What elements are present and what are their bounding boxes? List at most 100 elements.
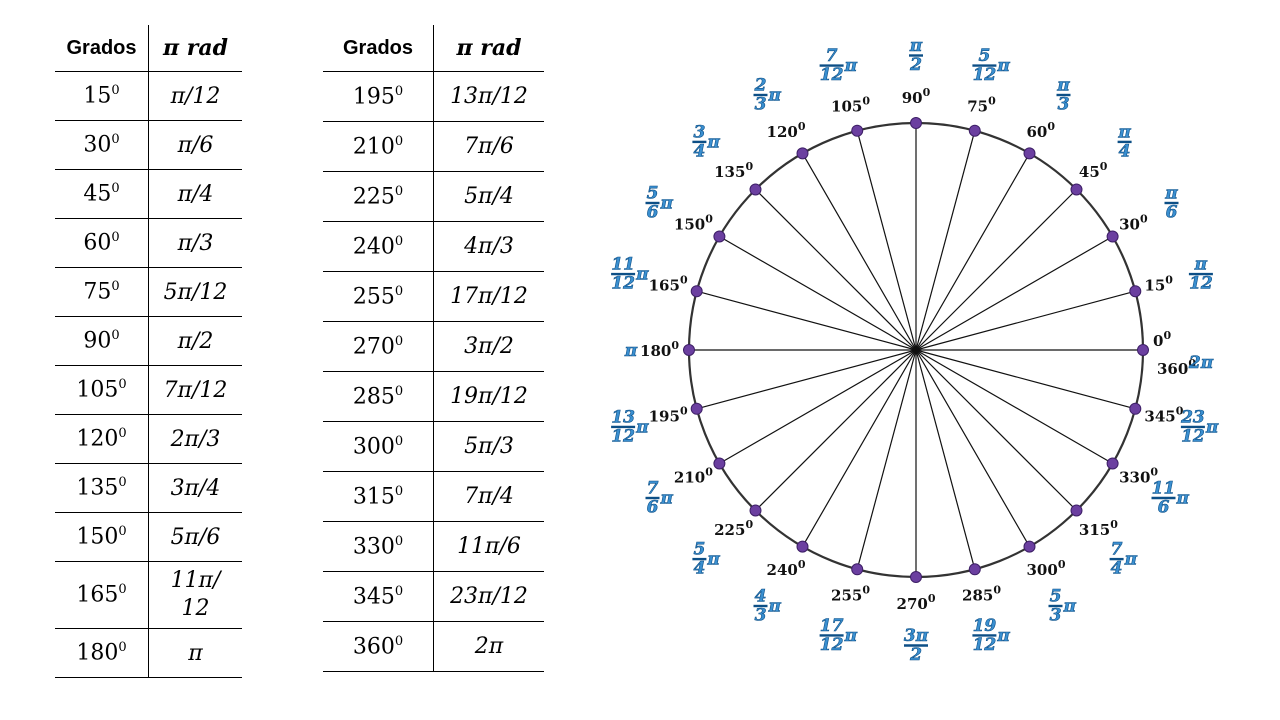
radian-numerator: 7 [1111,540,1123,560]
degree-cell: 600 [55,218,149,268]
radian-numerator: π [1117,122,1131,142]
angle-point [1023,147,1036,160]
radian-numerator: 5 [1050,587,1062,607]
radian-denominator: 2 [909,55,922,75]
degree-label: 150 [1144,274,1173,295]
radian-cell: 13π/12 [433,71,544,122]
angle-point [1070,504,1083,517]
header-degrees: Grados [55,25,149,72]
degree-cell: 3300 [323,521,434,572]
degree-cell: 1200 [55,414,149,464]
degree-cell: 1650 [55,561,149,629]
degree-cell: 2400 [323,221,434,272]
radian-denominator: 12 [820,65,844,85]
degree-cell: 1950 [323,71,434,122]
spoke-line [801,153,917,351]
radian-cell: 11π/12 [148,561,242,629]
radian-cell: 3π/2 [433,321,544,372]
degree-label: 00 [1153,329,1171,350]
degree-label: 2400 [767,558,806,579]
radian-numerator: 23 [1180,407,1205,427]
degree-cell: 3450 [323,571,434,622]
radian-pi-suffix: π [660,194,674,214]
radian-pi-suffix: π [996,626,1010,646]
radian-label-text: 2π [1188,353,1214,373]
radian-cell: 2π [433,621,544,672]
header-radians: π rad [433,25,544,72]
radian-numerator: 17 [820,616,844,636]
degree-label: 3600 [1157,357,1196,378]
degree-cell: 1350 [55,463,149,513]
radian-denominator: 3 [755,606,767,626]
radian-cell: 5π/12 [148,267,242,317]
angle-point [796,540,809,553]
radian-cell: 19π/12 [433,371,544,422]
angle-point [749,504,762,517]
radian-denominator: 3 [1050,606,1062,626]
radian-denominator: 4 [693,141,705,161]
radian-cell: 3π/4 [148,463,242,513]
spoke-line [915,130,976,351]
radian-pi-suffix: π [768,597,782,617]
angle-point [713,230,726,243]
degree-cell: 1500 [55,512,149,562]
radian-pi-suffix: π [1176,489,1190,509]
radian-denominator: 6 [1166,203,1178,223]
degree-label: 2550 [831,583,870,604]
spoke-line [915,349,1077,511]
radian-denominator: 12 [611,274,635,294]
degree-label: 3000 [1027,558,1066,579]
radian-cell: 5π/3 [433,421,544,472]
degree-label: 3150 [1079,518,1118,539]
radian-numerator: 5 [693,540,705,560]
degree-cell: 1800 [55,628,149,678]
degree-cell: 1050 [55,365,149,415]
radian-pi-suffix: π [635,265,649,285]
radian-cell: 17π/12 [433,271,544,322]
degree-cell: 2700 [323,321,434,372]
radian-denominator: 12 [1181,426,1205,446]
table-header-row: Grados π rad [55,25,242,72]
degree-cell: 2850 [323,371,434,422]
angle-point [910,571,922,583]
degree-label: 2700 [897,592,936,613]
radian-pi-suffix: π [768,86,782,106]
angle-point [1129,285,1142,298]
radian-cell: 5π/6 [148,512,242,562]
spoke-line [915,349,1136,410]
radian-pi-suffix: π [844,56,858,76]
spoke-line [696,290,917,351]
radian-denominator: 12 [611,426,635,446]
degree-cell: 150 [55,71,149,121]
radian-cell: 23π/12 [433,571,544,622]
degree-cell: 2250 [323,171,434,222]
spoke-line [915,235,1113,351]
radian-label: π6 [1164,183,1179,223]
angle-point [1106,230,1119,243]
angle-point [690,402,703,415]
radian-cell: π/6 [148,120,242,170]
radian-denominator: 4 [1119,141,1131,161]
angle-point [1129,402,1142,415]
radian-denominator: 6 [1158,498,1170,518]
